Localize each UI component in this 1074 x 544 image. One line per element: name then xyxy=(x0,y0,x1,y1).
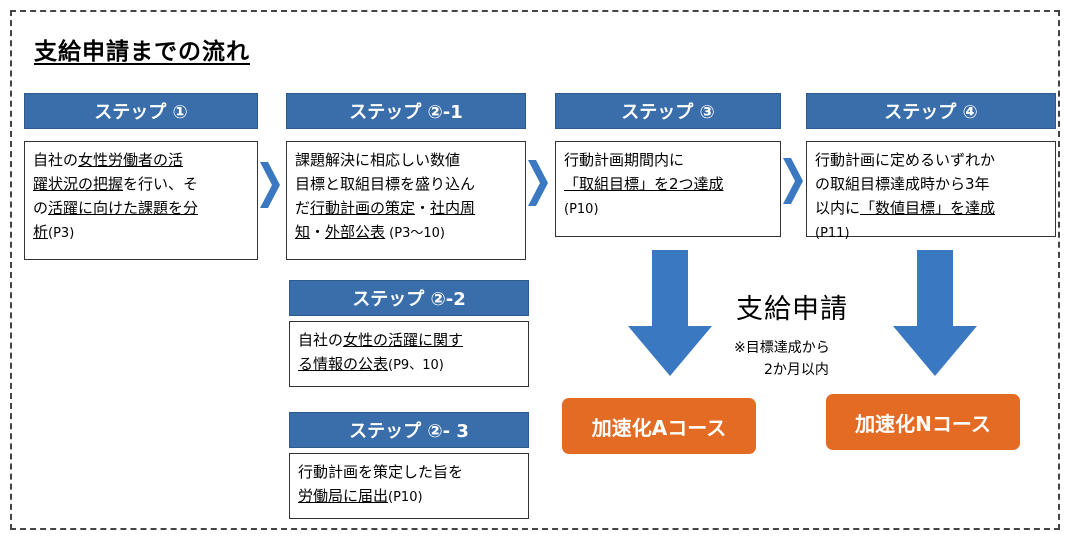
chevron-right-icon xyxy=(260,162,280,208)
course-n-badge: 加速化Nコース xyxy=(826,394,1020,450)
step4-box: 行動計画に定めるいずれかの取組目標達成時から3年以内に「数値目標」を達成(P11… xyxy=(806,141,1056,241)
text-line: 行動計画に定めるいずれか xyxy=(815,148,1047,172)
step2-3-box: 行動計画を策定した旨を労働局に届出(P10) xyxy=(289,453,529,519)
text-segment: 社内周 xyxy=(430,199,476,217)
text-line: 知・外部公表 (P3～10) xyxy=(295,220,517,245)
step2-1-box: 課題解決に相応しい数値目標と取組目標を盛り込んだ行動計画の策定・社内周知・外部公… xyxy=(286,141,526,260)
text-line: 「取組目標」を2つ達成 xyxy=(564,172,772,196)
text-segment: だ xyxy=(295,199,311,217)
text-line: 課題解決に相応しい数値 xyxy=(295,148,517,172)
page-reference: (P3) xyxy=(48,226,75,241)
text-segment: 自社の xyxy=(33,151,79,169)
text-segment: る情報の公表 xyxy=(298,355,389,373)
text-segment: 活躍に向けた課題を分 xyxy=(48,199,199,217)
text-segment: 行動計画の策定 xyxy=(310,199,416,217)
text-line: の活躍に向けた課題を分 xyxy=(33,196,249,220)
text-line: 以内に「数値目標」を達成 xyxy=(815,196,1047,220)
note-line-1: ※目標達成から xyxy=(734,340,830,356)
text-line: だ行動計画の策定・社内周 xyxy=(295,196,517,220)
course-a-badge: 加速化Aコース xyxy=(562,398,756,454)
page-reference: (P10) xyxy=(388,490,423,505)
step1-box: 自社の女性労働者の活躍状況の把握を行い、その活躍に向けた課題を分析(P3) xyxy=(24,141,258,260)
step2-2-header: ステップ ②-2 xyxy=(289,280,529,316)
page-reference: (P3～10) xyxy=(385,226,445,241)
text-line: 自社の女性労働者の活 xyxy=(33,148,249,172)
text-segment: 課題解決に相応しい数値 xyxy=(295,151,461,169)
down-arrow-icon xyxy=(626,250,714,382)
text-line: (P11) xyxy=(815,220,1047,245)
text-segment: の xyxy=(33,199,49,217)
text-line: 自社の女性の活躍に関す xyxy=(298,328,520,352)
application-label: 支給申請 xyxy=(736,294,848,325)
flow-frame xyxy=(10,10,1060,530)
step2-1-header: ステップ ②-1 xyxy=(286,93,526,129)
step2-2-box: 自社の女性の活躍に関する情報の公表(P9、10) xyxy=(289,321,529,387)
step3-box: 行動計画期間内に「取組目標」を2つ達成 (P10) xyxy=(555,141,781,237)
text-segment: 行動計画に定めるいずれか xyxy=(815,151,996,169)
page-reference: (P11) xyxy=(815,226,850,241)
text-line: 行動計画期間内に xyxy=(564,148,772,172)
text-segment: を行い、そ xyxy=(123,175,199,193)
text-segment: 以内に xyxy=(815,199,861,217)
text-line: 躍状況の把握を行い、そ xyxy=(33,172,249,196)
step1-header: ステップ ① xyxy=(24,93,258,129)
text-segment: 行動計画を策定した旨を xyxy=(298,463,464,481)
text-segment: 躍状況の把握 xyxy=(33,175,124,193)
text-segment: 知 xyxy=(295,223,311,241)
text-segment: 「取組目標」を2つ達成 xyxy=(564,175,724,193)
text-segment: ・ xyxy=(415,199,431,217)
step4-header: ステップ ④ xyxy=(806,93,1056,129)
text-line: の取組目標達成時から3年 xyxy=(815,172,1047,196)
text-line: 労働局に届出(P10) xyxy=(298,484,520,509)
page-reference: (P9、10) xyxy=(388,358,444,373)
text-segment: 行動計画期間内に xyxy=(564,151,685,169)
text-segment: の取組目標達成時から3年 xyxy=(815,175,990,193)
application-note: ※目標達成から 2か月以内 xyxy=(734,338,830,381)
text-line: 行動計画を策定した旨を xyxy=(298,460,520,484)
text-segment: ・ xyxy=(310,223,326,241)
text-segment: 析 xyxy=(33,223,49,241)
text-segment: 女性労働者の活 xyxy=(78,151,184,169)
text-segment: 外部公表 xyxy=(325,223,386,241)
text-segment: 労働局に届出 xyxy=(298,487,389,505)
text-segment: 「数値目標」を達成 xyxy=(860,199,996,217)
page-title: 支給申請までの流れ xyxy=(34,39,250,65)
text-line: 析(P3) xyxy=(33,220,249,245)
text-line: る情報の公表(P9、10) xyxy=(298,352,520,377)
note-line-2: 2か月以内 xyxy=(764,361,829,378)
text-segment: 自社の xyxy=(298,331,344,349)
step3-header: ステップ ③ xyxy=(555,93,781,129)
page-reference: (P10) xyxy=(564,202,599,217)
text-line: (P10) xyxy=(564,196,772,221)
text-line: 目標と取組目標を盛り込ん xyxy=(295,172,517,196)
chevron-right-icon xyxy=(528,160,548,206)
text-segment: 目標と取組目標を盛り込ん xyxy=(295,175,476,193)
text-segment: 女性の活躍に関す xyxy=(343,331,464,349)
chevron-right-icon xyxy=(783,158,803,204)
down-arrow-icon xyxy=(891,250,979,382)
step2-3-header: ステップ ②- 3 xyxy=(289,412,529,448)
